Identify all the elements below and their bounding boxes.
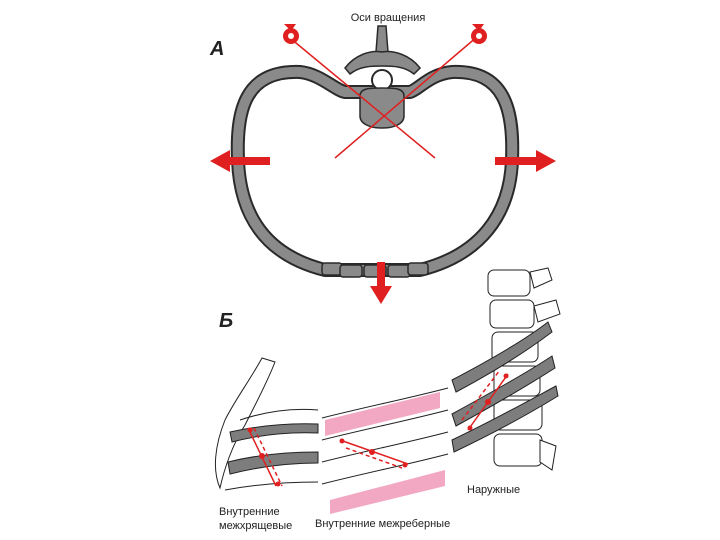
label-internal-intercostal: Внутренние межреберные (315, 518, 451, 530)
rotation-arrow-left-icon (283, 24, 299, 44)
panel-b-letter: Б (219, 310, 234, 332)
rotation-axis-left (289, 37, 436, 159)
sternum (321, 262, 429, 278)
label-external: Наружные (467, 484, 521, 496)
subpanel-intercostal (321, 387, 449, 514)
rotation-arrow-right-icon (471, 24, 487, 44)
panel-a (210, 24, 556, 304)
panel-a-letter: А (210, 38, 225, 60)
axes-of-rotation-label: Оси вращения (350, 12, 426, 24)
expansion-arrow-right-icon (495, 150, 556, 172)
label-internal-intercartilaginous-2: межхрящевые (219, 520, 293, 532)
expansion-arrow-down-icon (370, 262, 392, 304)
rotation-axis-right (334, 35, 479, 159)
subpanel-external (451, 267, 561, 471)
panel-b (215, 267, 561, 514)
subpanel-intercartilaginous (215, 357, 319, 491)
vertebra (344, 25, 421, 129)
expansion-arrow-left-icon (210, 150, 270, 172)
label-internal-intercartilaginous-1: Внутренние (219, 506, 280, 518)
